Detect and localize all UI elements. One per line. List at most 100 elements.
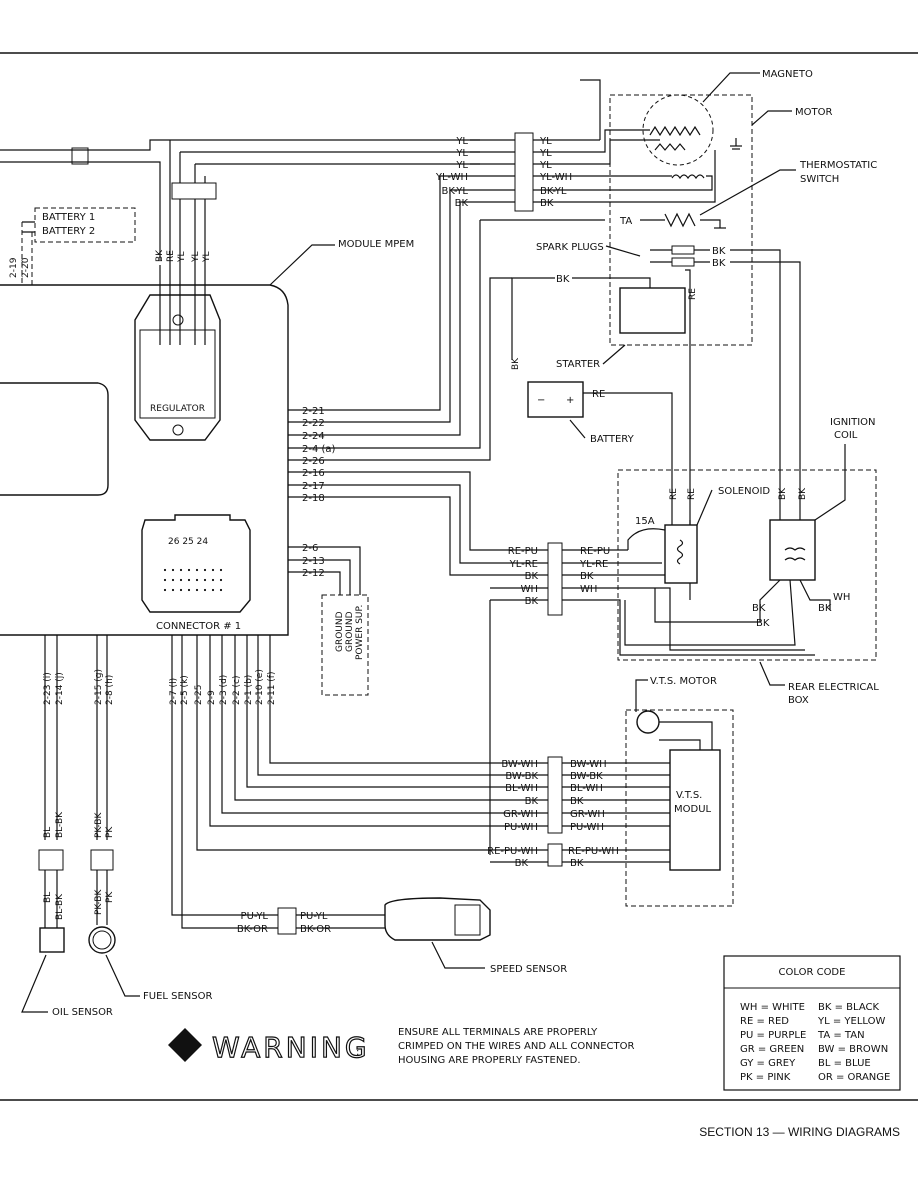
upper-wire-left-1: YL — [455, 136, 468, 147]
cc-r6-b: OR = ORANGE — [818, 1072, 890, 1083]
reg-wire-4: YL — [191, 251, 201, 263]
pin-2-14: 2-14 (j) — [55, 672, 65, 705]
upper-wire-left-6: BK — [455, 198, 469, 209]
cc-r3-a: PU = PURPLE — [740, 1030, 806, 1041]
pin-2-3: 2-3 (d) — [219, 675, 229, 705]
coil-bk-wire-1: BK — [752, 603, 766, 614]
magneto-coil-2 — [654, 143, 686, 151]
vts-wire-right-7: RE-PU-WH — [568, 846, 619, 857]
mpem-label: MODULE MPEM — [338, 239, 414, 250]
pin-2-23: 2-23 (i) — [43, 672, 53, 705]
vts-box — [625, 709, 734, 907]
starter-label: STARTER — [556, 359, 600, 370]
pin-2-2: 2-2 (c) — [232, 675, 242, 705]
warning-line-1: ENSURE ALL TERMINALS ARE PROPERLY — [398, 1027, 598, 1038]
pin-2-10: 2-10 (e) — [255, 669, 265, 705]
connector-1: 26 25 24 CONNECTOR # 1 — [141, 514, 251, 632]
spark-wire-2: BK — [712, 258, 726, 269]
ground-pins: 2-6 2-13 2-12 GROUND GROUND POWER SUP. — [288, 543, 369, 696]
battery-1-2-box — [34, 207, 136, 243]
fuel-sensor-label: FUEL SENSOR — [143, 991, 213, 1002]
connector-1-label: CONNECTOR # 1 — [156, 621, 241, 632]
magneto-symbol — [642, 94, 714, 166]
motor-leader — [751, 110, 792, 126]
solenoid: 15A RE RE SOLENOID — [627, 486, 770, 584]
thermostatic-switch-icon — [664, 212, 696, 228]
mpem-pin-8: 2-18 — [302, 493, 325, 504]
pin-2-19: 2-19 — [9, 257, 19, 278]
vts-motor-label: V.T.S. MOTOR — [650, 676, 717, 687]
upper-wire-left-4: YL-WH — [435, 172, 468, 183]
section-footer: SECTION 13 — WIRING DIAGRAMS — [699, 1125, 900, 1139]
speed-sensor-group: PU-YL BK-OR PU-YL BK-OR SPEED SENSOR — [237, 897, 567, 975]
fuel-upper-2: PK — [105, 826, 115, 838]
oil-lower-1: BL — [43, 892, 53, 903]
reg-wire-3: YL — [177, 251, 187, 263]
vts-module — [669, 749, 721, 871]
pin-2-15: 2-15 (g) — [94, 669, 104, 705]
sensor-group: BL BL-BK PK-BK PK BL BL-BK PK-BK PK OIL … — [21, 811, 213, 1018]
reg-wire-2: RE — [166, 250, 176, 262]
warning-title: WARNING — [212, 1031, 370, 1064]
warning-line-2: CRIMPED ON THE WIRES AND ALL CONNECTOR — [398, 1041, 634, 1052]
ground-label-1: GROUND — [335, 611, 345, 652]
oil-lower-2: BL-BK — [55, 893, 65, 920]
mpem-pin-3: 2-24 — [302, 431, 325, 442]
vts-wire-right-3: BL-WH — [570, 783, 603, 794]
coil-bk-wire-2: BK — [818, 603, 832, 614]
coil-wh-wire: WH — [833, 592, 850, 603]
vts-wire-right-4: BK — [570, 796, 584, 807]
ign-wire-2: BK — [798, 487, 808, 500]
oil-upper-1: BL — [43, 827, 53, 838]
warning-colon: : — [356, 1047, 359, 1058]
mpem-low-pin-3: 2-12 — [302, 568, 325, 579]
pin-2-11: 2-11 (f) — [267, 672, 277, 705]
rear-wire-right-2: YL-RE — [579, 559, 608, 570]
warning-block: WARNING : ENSURE ALL TERMINALS ARE PROPE… — [168, 1027, 634, 1066]
mpem-pin-group: 2-21 2-22 2-24 2-4 (a) 2-26 2-16 2-17 2-… — [288, 175, 540, 576]
upper-wire-right-1: YL — [539, 136, 552, 147]
connector-pins-top: 26 25 24 — [168, 537, 208, 547]
battery-1-label: BATTERY 1 — [42, 212, 95, 223]
vts-wire-left-5: GR-WH — [503, 809, 538, 820]
upper-wire-left-5: BK-YL — [442, 186, 469, 197]
speed-wire-left-1: PU-YL — [241, 911, 269, 922]
fuel-lower-2: PK — [105, 891, 115, 903]
thermostatic-label-2: SWITCH — [800, 174, 839, 185]
cc-r1-a: WH = WHITE — [740, 1002, 805, 1013]
cc-r2-b: YL = YELLOW — [817, 1016, 886, 1027]
vts-wire-left-8: BK — [515, 858, 529, 869]
motor-label: MOTOR — [795, 107, 832, 118]
battery-2-label: BATTERY 2 — [42, 226, 95, 237]
rear-wire-left-5: BK — [525, 596, 539, 607]
vts-wire-left-2: BW-BK — [505, 771, 538, 782]
vts-wire-right-5: GR-WH — [570, 809, 605, 820]
mpem-inner-panel — [0, 382, 109, 496]
rear-wire-right-1: RE-PU — [580, 546, 610, 557]
pin-2-7: 2-7 (l) — [169, 678, 179, 705]
fuel-lower-1: PK-BK — [94, 889, 104, 915]
magneto-label: MAGNETO — [762, 69, 813, 80]
vts-wire-right-8: BK — [570, 858, 584, 869]
upper-wire-right-2: YL — [539, 148, 552, 159]
speed-wire-right-1: PU-YL — [300, 911, 328, 922]
upper-wire-group: YL YL YL YL-WH BK-YL BK YL YL YL YL-WH B… — [0, 79, 716, 265]
upper-wire-right-6: BK — [540, 198, 554, 209]
mpem-pin-7: 2-17 — [302, 481, 325, 492]
warning-diamond-icon — [168, 1028, 202, 1062]
ignition-coil-label-1: IGNITION — [830, 417, 876, 428]
oil-sensor-icon — [39, 927, 65, 953]
mpem-low-pin-1: 2-6 — [302, 543, 318, 554]
regulator-connector-icon — [171, 182, 217, 200]
vts-wire-left-1: BW-WH — [501, 759, 538, 770]
upper-connector-block — [514, 132, 534, 212]
color-code-table: COLOR CODE WH = WHITE BK = BLACK RE = RE… — [723, 955, 901, 1091]
speed-wire-left-2: BK-OR — [237, 924, 268, 935]
ignition-coil-label-2: COIL — [834, 430, 858, 441]
vts-wire-right-2: BW-BK — [570, 771, 603, 782]
pin-2-25: 2-25 — [194, 685, 204, 705]
cc-r2-a: RE = RED — [740, 1016, 789, 1027]
rear-connector-block — [547, 542, 563, 616]
vts-wire-left-4: BK — [525, 796, 539, 807]
